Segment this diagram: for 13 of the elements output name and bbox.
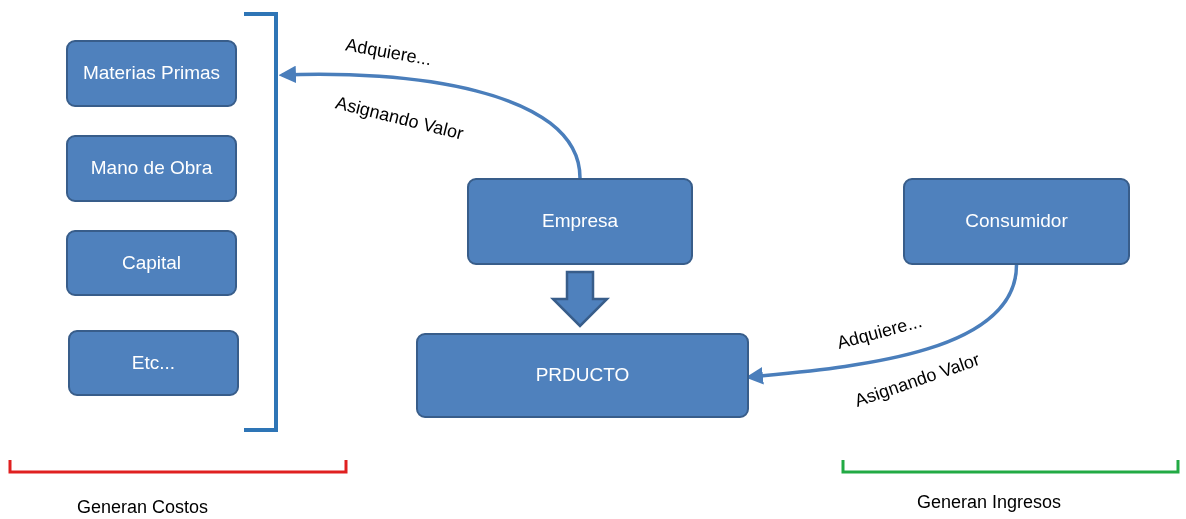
process-box: Etc... [68,330,239,396]
caption: Generan Costos [77,497,209,518]
edge-label: Adquiere... [834,311,925,354]
process-box: Empresa [467,178,693,265]
process-box: Capital [66,230,237,296]
edge-label: Adquiere... [343,34,434,71]
curved-arrow [278,65,582,179]
process-box: PRDUCTO [416,333,749,418]
caption: Generan Ingresos [917,492,1062,513]
process-box: Materias Primas [66,40,237,107]
block-arrow [550,270,610,328]
process-box: Consumidor [903,178,1130,265]
process-box: Mano de Obra [66,135,237,202]
